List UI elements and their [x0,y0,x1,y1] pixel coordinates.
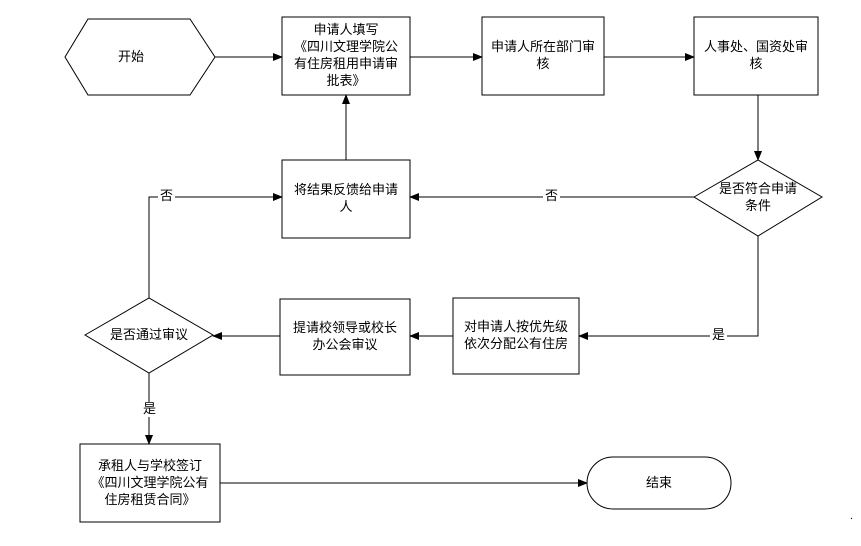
fill-form-label: 申请人填写 《四川文理学院公 有住房租用申请审 批表》 [293,23,398,89]
stray-mark: · [850,514,854,525]
submit-leaders-box [279,298,411,376]
hr-review-label: 人事处、国资处审 核 [703,40,808,72]
start-label: 开始 [117,49,144,65]
dept-review-label: 申请人所在部门审 核 [490,40,595,72]
submit-leaders-label: 提请校领导或校长 办公会审议 [292,321,397,353]
assign-housing-label: 对申请人按优先级 依次分配公有住房 [463,320,568,352]
end-label: 结束 [645,475,672,491]
feedback-box [281,159,411,239]
fill-form-box [281,16,411,96]
edge-label-no-approved: 否 [158,189,176,204]
edge-decision-yes-to-assign [578,236,759,340]
feedback-label: 将结果反馈给申请 人 [293,183,398,215]
edge-label-no-conditions: 否 [543,189,561,204]
hr-review-box [693,16,819,96]
meets-conditions-label: 是否符合申请 条件 [718,182,797,214]
assign-housing-box [452,297,580,375]
edge-label-yes-conditions: 是 [710,328,728,343]
edge-label-yes-approved: 是 [141,402,159,417]
approved-label: 是否通过审议 [109,328,188,343]
meets-conditions-diamond [693,159,823,237]
sign-contract-label: 承租人与学校签订 《四川文理学院公有 住房租赁合同》 [91,458,209,508]
edge-approved-no-to-feedback [148,193,283,298]
